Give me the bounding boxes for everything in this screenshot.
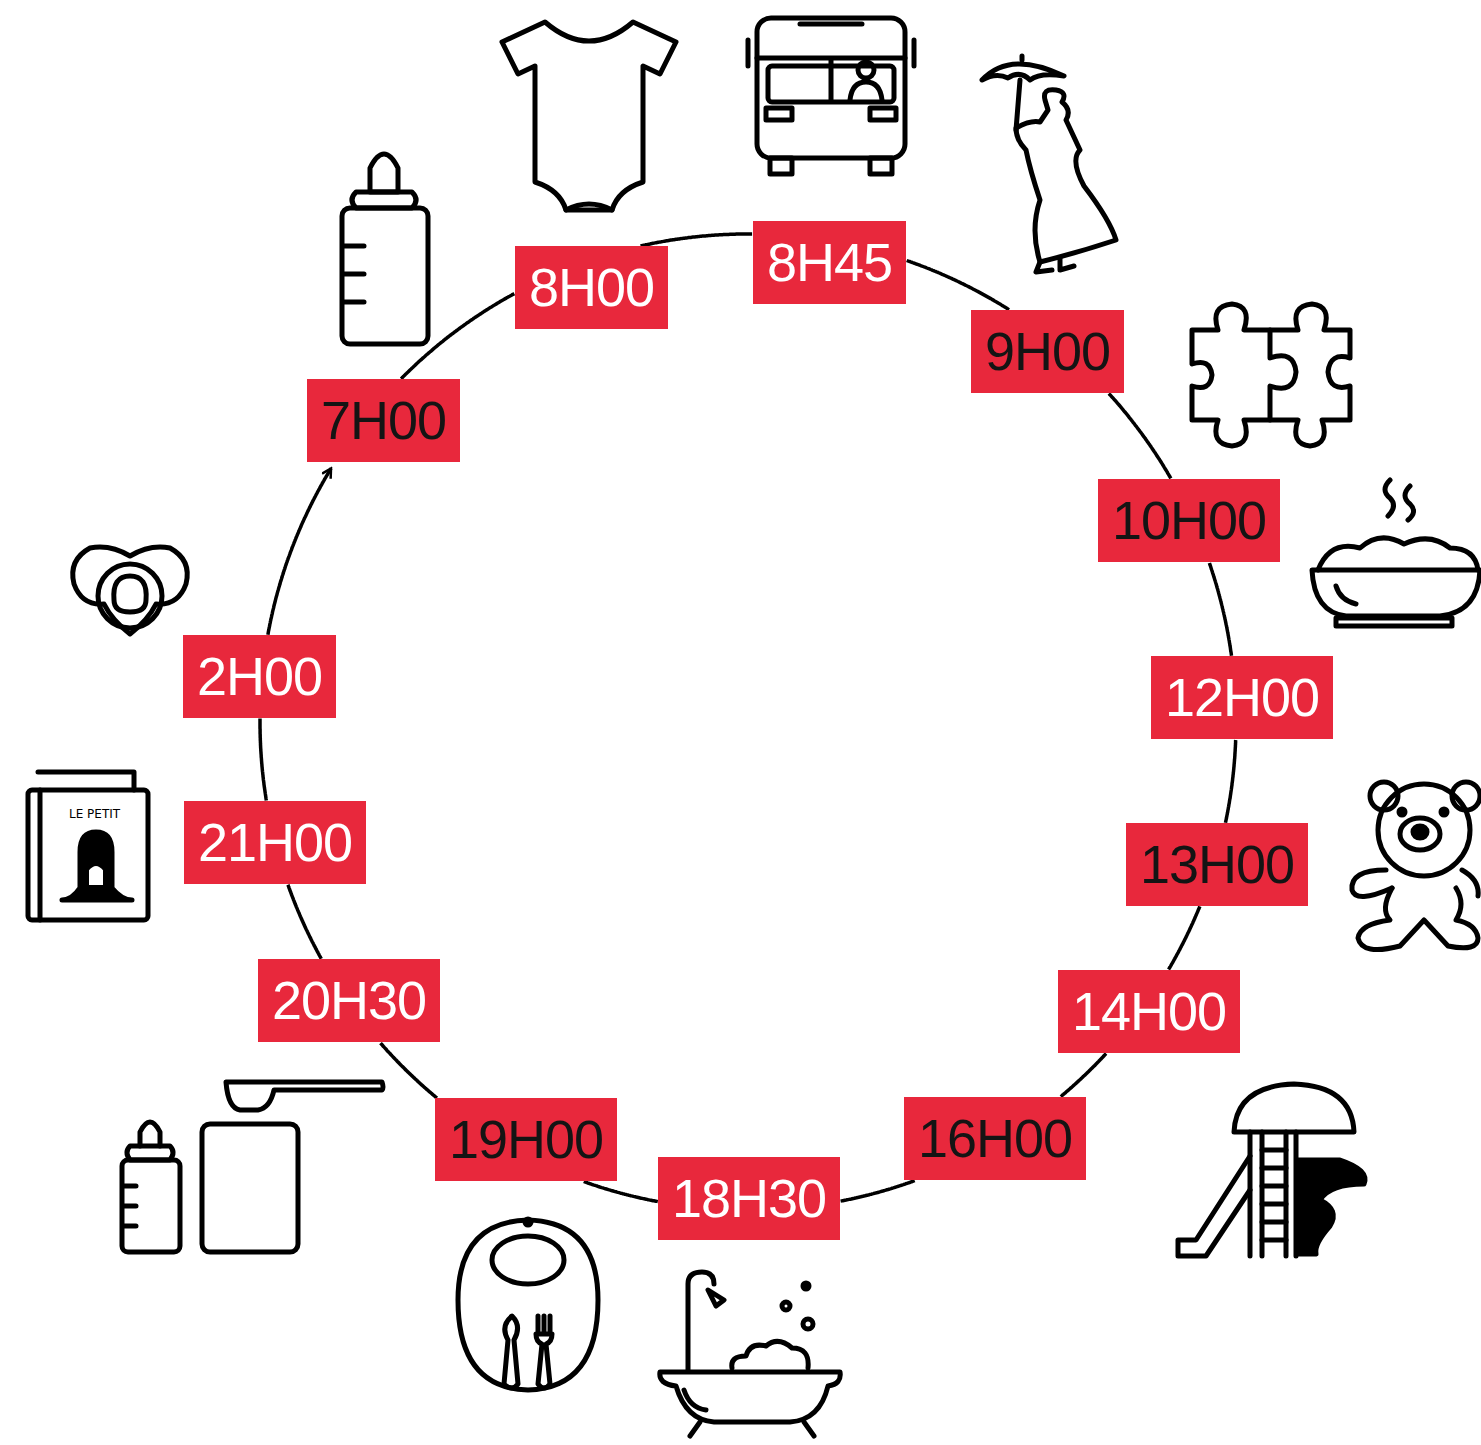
time-box: 12H00 bbox=[1151, 656, 1333, 739]
timeline-arc bbox=[641, 234, 753, 246]
bath-icon bbox=[660, 1272, 840, 1436]
timeline-arc bbox=[1109, 394, 1171, 479]
time-label: 16H00 bbox=[918, 1109, 1072, 1168]
time-box: 19H00 bbox=[435, 1098, 617, 1181]
formula-icon bbox=[122, 1082, 383, 1252]
time-box: 8H00 bbox=[515, 246, 668, 329]
time-box: 16H00 bbox=[904, 1097, 1086, 1180]
bodysuit-icon bbox=[502, 22, 676, 210]
timeline-arc bbox=[584, 1182, 658, 1202]
time-label: 7H00 bbox=[321, 391, 446, 450]
bottle-icon bbox=[342, 154, 428, 344]
timeline-arc bbox=[1226, 740, 1236, 823]
puzzle-icon bbox=[1192, 304, 1350, 446]
timeline-arc bbox=[288, 885, 321, 959]
time-label: 20H30 bbox=[272, 971, 426, 1030]
timeline-arc bbox=[401, 294, 514, 379]
timeline-arc bbox=[381, 1043, 437, 1098]
timeline-arc bbox=[1209, 563, 1231, 656]
timeline-arc bbox=[1169, 906, 1200, 969]
time-label: 8H00 bbox=[529, 258, 654, 317]
teddy-icon bbox=[1352, 782, 1480, 950]
bib-icon bbox=[458, 1219, 598, 1390]
time-label: 9H00 bbox=[985, 322, 1110, 381]
porridge-icon bbox=[1312, 480, 1480, 626]
time-label: 19H00 bbox=[449, 1110, 603, 1169]
time-box: 13H00 bbox=[1126, 823, 1308, 906]
pacifier-icon bbox=[73, 547, 188, 634]
time-label: 12H00 bbox=[1165, 668, 1319, 727]
bus-icon bbox=[748, 18, 914, 174]
time-label: 13H00 bbox=[1140, 835, 1294, 894]
timeline-arc bbox=[1061, 1054, 1106, 1097]
time-box: 10H00 bbox=[1098, 479, 1280, 562]
timeline-arc bbox=[841, 1181, 915, 1202]
time-box: 9H00 bbox=[971, 310, 1124, 393]
time-box: 20H30 bbox=[258, 959, 440, 1042]
time-box: 14H00 bbox=[1058, 970, 1240, 1053]
time-label: 10H00 bbox=[1112, 491, 1266, 550]
time-box: 18H30 bbox=[658, 1157, 840, 1240]
time-box: 21H00 bbox=[184, 801, 366, 884]
time-label: 18H30 bbox=[672, 1169, 826, 1228]
timeline-arc bbox=[907, 261, 1009, 310]
time-label: 2H00 bbox=[197, 647, 322, 706]
book-title: LE PETIT bbox=[69, 807, 120, 821]
time-box: 8H45 bbox=[753, 221, 906, 304]
timeline-arc bbox=[260, 719, 266, 801]
playground-icon bbox=[1178, 1084, 1365, 1256]
time-label: 14H00 bbox=[1072, 982, 1226, 1041]
time-box: 7H00 bbox=[307, 379, 460, 462]
nanny-icon bbox=[982, 56, 1116, 272]
book-icon bbox=[28, 772, 148, 920]
time-label: 21H00 bbox=[198, 813, 352, 872]
time-label: 8H45 bbox=[767, 233, 892, 292]
timeline-arc bbox=[268, 469, 331, 635]
time-box: 2H00 bbox=[183, 635, 336, 718]
